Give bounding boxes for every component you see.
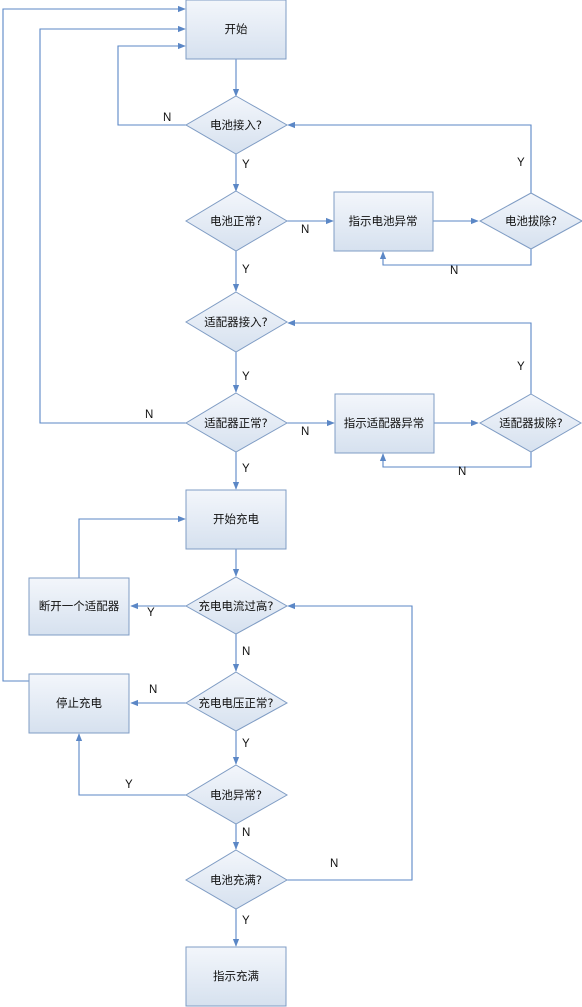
label-adapter-ok-no-right: N [301,426,309,438]
decision-battery-removed-shape [478,192,582,250]
decision-voltage-ok: 充电电压正常? [185,671,288,732]
decision-battery-full-label: 电池充满? [210,873,262,887]
decision-battery-full-shape [185,849,288,910]
edge-battery-abnormal-yes [75,733,186,796]
node-adapter-fault-shape [334,393,435,454]
node-stop-charge-shape [28,673,130,734]
node-indicate-full-label: 指示充满 [213,969,259,983]
node-indicate-full: 指示充满 [185,946,287,1007]
edge-adapter-removed-yes [287,319,532,394]
decision-battery-removed: 电池拔除? [478,192,582,250]
decision-adapter-connected-shape [185,291,288,353]
label-battery-full-no: N [330,858,338,870]
node-disconnect-adapter-shape [28,577,130,636]
label-battery-abnormal-no: N [242,827,250,839]
node-indicate-full-shape [185,946,287,1007]
edge-adapter-removed-no [379,452,532,468]
node-start-label: 开始 [225,22,248,36]
edge-battery-full-no [287,602,413,881]
decision-current-high-shape [184,576,289,635]
label-adapter-removed-yes: Y [517,361,525,373]
decision-adapter-connected: 适配器接入? [185,291,288,353]
label-current-high-yes: Y [147,607,155,619]
label-battery-removed-no: N [450,265,458,277]
edge-stop-charge-loop [2,5,186,682]
node-stop-charge: 停止充电 [28,673,130,734]
node-start: 开始 [185,0,287,60]
label-battery-ok-no: N [301,224,309,236]
decision-battery-connected-label: 电池接入? [210,118,262,132]
decision-adapter-ok: 适配器正常? [185,392,288,453]
decision-adapter-ok-label: 适配器正常? [204,416,268,430]
node-battery-fault-shape [333,191,434,252]
nodes: 开始 电池接入? 电池正常? 指示电池异常 电池拔除? 适配器接入? [28,0,582,1007]
edge-battery-removed-no [379,249,532,266]
label-voltage-ok-no: N [149,684,157,696]
decision-current-high: 充电电流过高? [184,576,289,635]
node-battery-fault: 指示电池异常 [333,191,434,252]
decision-adapter-removed: 适配器拔除? [478,393,582,453]
decision-battery-abnormal-shape [185,764,288,825]
decision-battery-ok-shape [185,190,288,252]
edge-battery-removed-yes [287,121,532,193]
edge-battery-connected-no-loop [117,42,186,126]
label-battery-removed-yes: Y [517,157,525,169]
node-disconnect-adapter-label: 断开一个适配器 [39,599,120,613]
node-start-shape [185,0,287,60]
decision-voltage-ok-label: 充电电压正常? [198,696,273,710]
node-disconnect-adapter: 断开一个适配器 [28,577,130,636]
node-charge-start: 开始充电 [185,489,287,550]
decision-current-high-label: 充电电流过高? [198,599,273,613]
decision-battery-connected-shape [185,95,289,155]
decision-battery-ok-label: 电池正常? [210,214,262,228]
label-battery-connected-no: N [163,112,171,124]
label-battery-connected-yes: Y [242,159,250,171]
node-charge-start-shape [185,489,287,550]
label-battery-abnormal-yes: Y [125,779,133,791]
decision-battery-full: 电池充满? [185,849,288,910]
node-stop-charge-label: 停止充电 [56,696,102,710]
edge-adapter-ok-no-loop [39,25,186,424]
label-voltage-ok-yes: Y [242,738,250,750]
label-adapter-ok-no-left: N [145,409,153,421]
label-battery-full-yes: Y [242,915,250,927]
edges [2,5,532,947]
decision-adapter-removed-label: 适配器拔除? [499,416,563,430]
decision-battery-ok: 电池正常? [185,190,288,252]
decision-adapter-connected-label: 适配器接入? [204,315,268,329]
decision-battery-abnormal: 电池异常? [185,764,288,825]
decision-battery-connected: 电池接入? [185,95,289,155]
label-adapter-ok-yes: Y [242,463,250,475]
edge-disconnect-to-charge-start [78,515,186,578]
node-adapter-fault-label: 指示适配器异常 [344,416,425,430]
decision-voltage-ok-shape [185,671,288,732]
label-current-high-no: N [242,646,250,658]
decision-adapter-removed-shape [478,393,582,453]
node-charge-start-label: 开始充电 [213,512,259,526]
decision-battery-removed-label: 电池拔除? [505,214,557,228]
decision-battery-abnormal-label: 电池异常? [210,788,262,802]
node-adapter-fault: 指示适配器异常 [334,393,435,454]
node-battery-fault-label: 指示电池异常 [349,214,418,228]
decision-adapter-ok-shape [185,392,288,453]
label-battery-ok-yes: Y [242,264,250,276]
label-adapter-removed-no: N [458,466,466,478]
label-adapter-connected-yes: Y [242,371,250,383]
edge-labels: N Y Y N N Y Y Y N N N Y Y N N Y Y N N Y [125,112,525,927]
